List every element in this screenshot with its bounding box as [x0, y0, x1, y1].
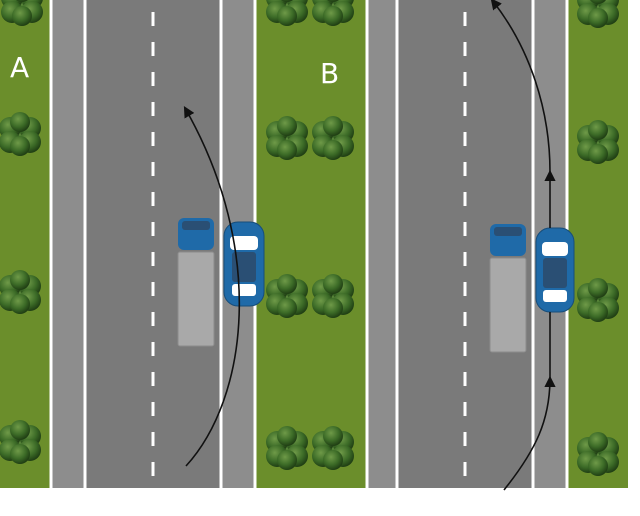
tree-icon — [577, 432, 619, 476]
car-rear-window — [543, 290, 567, 302]
panel-label-a: A — [10, 51, 30, 84]
tree-icon — [577, 278, 619, 322]
tree-leaf — [323, 274, 343, 294]
tree-icon — [1, 0, 43, 26]
tree-leaf — [277, 450, 297, 470]
tree-leaf — [323, 426, 343, 446]
truck-icon — [489, 224, 527, 353]
tree-icon — [312, 426, 354, 470]
tree-icon — [312, 116, 354, 160]
tree-leaf — [10, 294, 30, 314]
tree-leaf — [588, 432, 608, 452]
truck-trailer — [177, 251, 215, 347]
grass-left — [0, 0, 50, 488]
tree-icon — [0, 270, 41, 314]
tree-leaf — [10, 420, 30, 440]
tree-leaf — [10, 112, 30, 132]
tree-leaf — [323, 116, 343, 136]
car-icon — [535, 227, 575, 313]
arrows — [183, 0, 556, 491]
tree-leaf — [281, 0, 293, 2]
tree-leaf — [588, 144, 608, 164]
tree-icon — [266, 116, 308, 160]
road-b-shoulder-left — [366, 0, 398, 488]
tree-leaf — [323, 6, 343, 26]
tree-icon — [0, 112, 41, 156]
grass-right — [568, 0, 628, 488]
tree-icon — [312, 0, 354, 26]
tree-icon — [312, 274, 354, 318]
truck-trailer — [489, 257, 527, 353]
tree-leaf — [588, 302, 608, 322]
trees — [0, 0, 619, 476]
tree-icon — [266, 426, 308, 470]
tree-leaf — [590, 0, 606, 4]
tree-leaf — [277, 6, 297, 26]
tree-leaf — [588, 278, 608, 298]
tree-leaf — [277, 298, 297, 318]
tree-leaf — [10, 270, 30, 290]
car-roof — [543, 258, 567, 288]
tree-leaf — [10, 136, 30, 156]
tree-leaf — [588, 456, 608, 476]
truck-windshield — [182, 221, 210, 230]
tree-leaf — [16, 0, 28, 2]
arrow-path-a — [183, 106, 241, 467]
grass-median — [256, 0, 366, 488]
arrow-path-b-upper — [490, 0, 551, 173]
tree-leaf — [277, 426, 297, 446]
tree-leaf — [277, 116, 297, 136]
tree-leaf — [277, 274, 297, 294]
car-rear-window — [232, 284, 256, 296]
car-windshield — [542, 242, 568, 256]
car-icon — [223, 221, 265, 307]
tree-leaf — [588, 120, 608, 140]
tree-leaf — [323, 298, 343, 318]
road-a-shoulder-left — [50, 0, 86, 488]
tree-icon — [266, 0, 308, 26]
truck-icon — [177, 218, 215, 347]
truck-windshield — [494, 227, 522, 236]
tree-leaf — [10, 444, 30, 464]
arrow-path-b-lower — [503, 375, 556, 491]
tree-leaf — [327, 0, 339, 2]
tree-leaf — [588, 8, 608, 28]
car-windshield — [230, 236, 258, 250]
tree-leaf — [323, 450, 343, 470]
tree-icon — [577, 120, 619, 164]
tree-leaf — [277, 140, 297, 160]
panel-label-b: B — [320, 57, 340, 90]
tree-leaf — [323, 140, 343, 160]
tree-icon — [0, 420, 41, 464]
tree-icon — [577, 0, 619, 28]
grass-strips — [0, 0, 628, 488]
tree-icon — [266, 274, 308, 318]
tree-leaf — [12, 6, 32, 26]
